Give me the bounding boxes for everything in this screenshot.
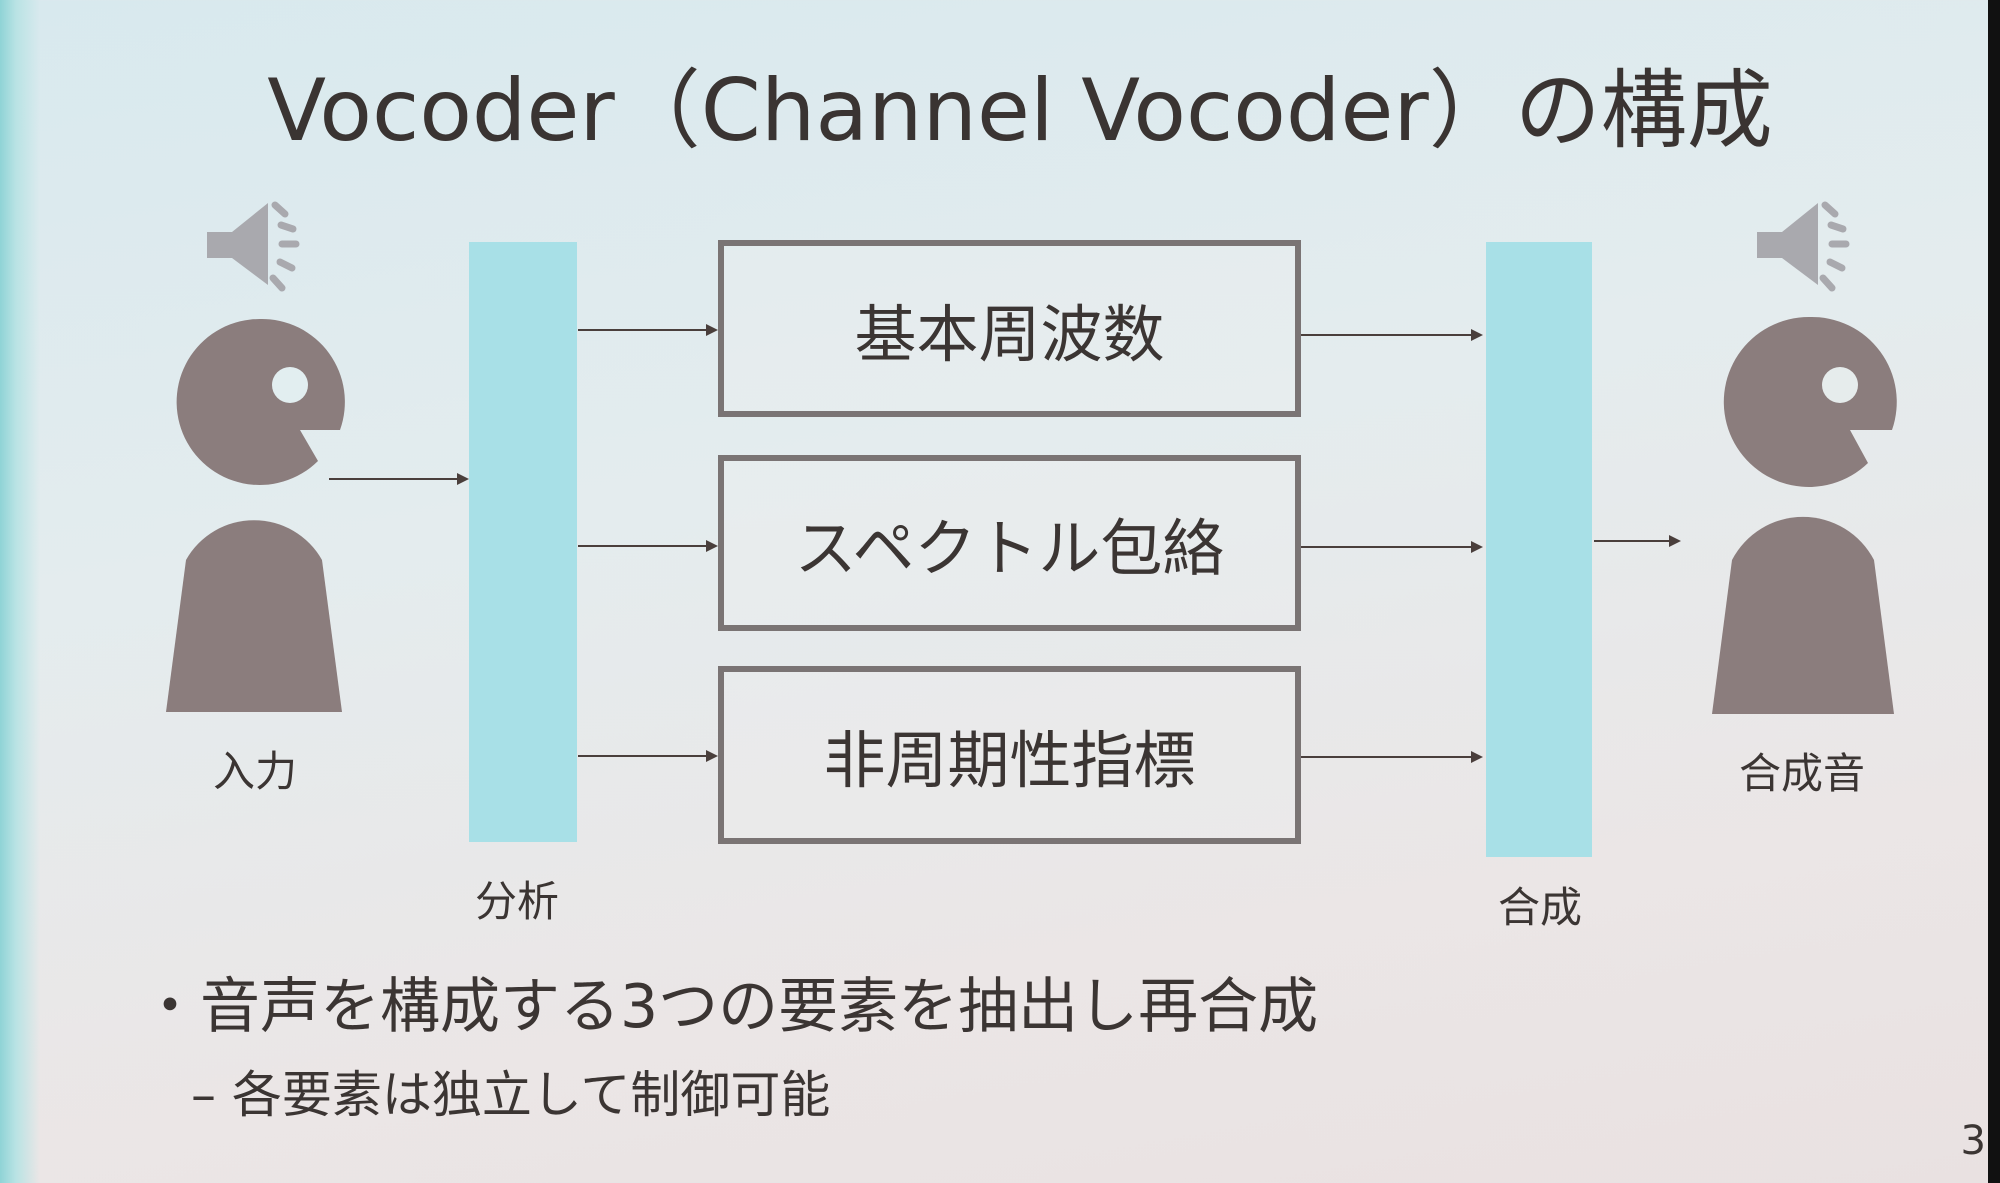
output-label: 合成音 bbox=[1738, 749, 1866, 798]
person-icon-output bbox=[1712, 316, 1897, 714]
box-fundamental-frequency: 基本周波数 bbox=[718, 240, 1301, 417]
arrow-analysis-to-aperiodicity bbox=[578, 750, 718, 762]
screen-edge bbox=[1988, 0, 2000, 1183]
sub-bullet-point: – 各要素は独立して制御可能 bbox=[191, 1066, 831, 1124]
arrow-analysis-to-spectrum bbox=[578, 540, 718, 552]
slide-left-edge bbox=[0, 0, 40, 1183]
box-aperiodicity-index: 非周期性指標 bbox=[718, 666, 1301, 844]
slide-title: Vocoder（Channel Vocoder）の構成 bbox=[267, 61, 1773, 161]
synthesis-label: 合成 bbox=[1497, 883, 1583, 932]
arrow-synthesis-to-output bbox=[1594, 535, 1681, 547]
speaker-icon-left bbox=[207, 201, 300, 292]
person-icon-input bbox=[166, 318, 345, 712]
speaker-icon-right bbox=[1757, 201, 1850, 292]
arrow-spectrum-to-synthesis bbox=[1301, 541, 1483, 553]
bullet-point: ・音声を構成する3つの要素を抽出し再合成 bbox=[140, 972, 1319, 1042]
synthesis-bar bbox=[1486, 242, 1592, 857]
arrow-input-to-analysis bbox=[329, 473, 469, 485]
arrow-analysis-to-f0 bbox=[578, 324, 718, 336]
analysis-bar bbox=[469, 242, 577, 842]
arrow-aperiodicity-to-synthesis bbox=[1301, 751, 1483, 763]
input-label: 入力 bbox=[212, 747, 298, 796]
box-spectral-envelope: スペクトル包絡 bbox=[718, 455, 1301, 631]
analysis-label: 分析 bbox=[474, 877, 560, 926]
page-number: 3 bbox=[1960, 1118, 1986, 1164]
arrow-f0-to-synthesis bbox=[1301, 329, 1483, 341]
